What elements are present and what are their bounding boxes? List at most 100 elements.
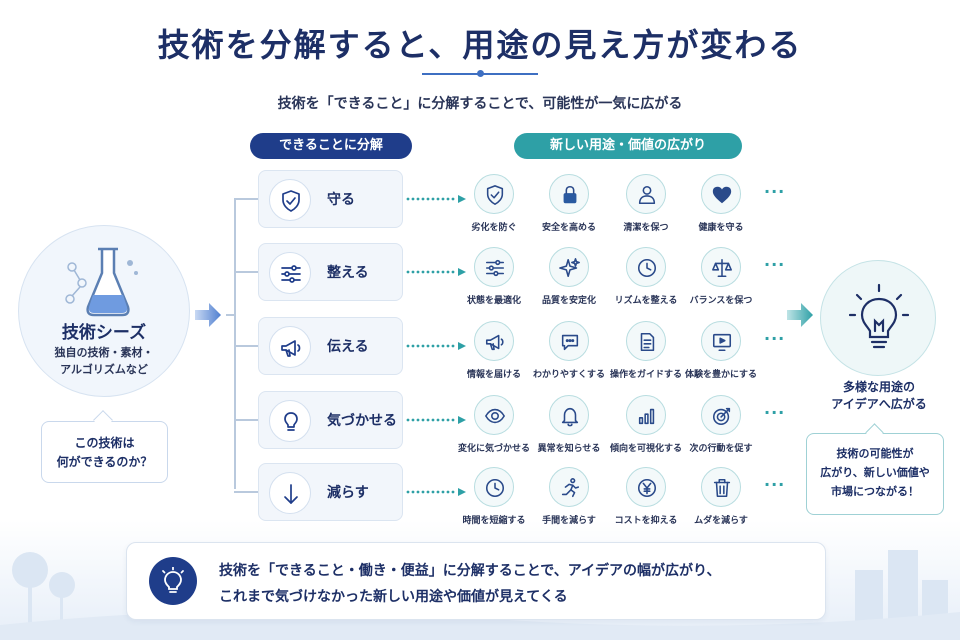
use-item: 劣化を防ぐ [457,174,531,233]
possibility-bubble: 技術の可能性が 広がり、新しい価値や 市場につながる！ [806,433,944,515]
bracket-branch [234,491,258,493]
use-item: 状態を最適化 [457,247,531,306]
use-item: 傾向を可視化する [609,395,683,454]
use-label: 情報を届ける [466,370,521,380]
document-icon [626,321,666,361]
more-ellipsis: ··· [764,329,786,348]
right-arrow-icon [195,303,221,327]
summary-line-2: これまで気づけなかった新しい用途や価値が見えてくる [219,589,568,605]
bracket-branch [234,419,258,421]
bracket-branch [234,345,258,347]
idea-caption: 多様な用途の アイデアへ広がる [800,379,958,413]
more-ellipsis: ··· [764,403,786,422]
decompose-header: できることに分解 [250,133,412,159]
dotted-arrow [406,488,466,496]
scale-icon [701,247,741,287]
verb-label: 守る [327,192,355,208]
question-line: この技術は [74,436,135,450]
idea-circle [820,260,936,376]
verb-card: 整える [258,243,403,301]
dotted-arrow [406,195,466,203]
lock-icon [549,174,589,214]
megaphone-icon [474,321,514,361]
use-label: 次の行動を促す [689,444,753,454]
use-item: 変化に気づかせる [457,395,531,454]
verb-card: 気づかせる [258,391,403,449]
use-item: 清潔を保つ [609,174,683,233]
sliders-icon [269,252,311,294]
page-title: 技術を分解すると、用途の見え方が変わる [157,26,803,64]
target-icon [701,395,741,435]
use-label: 体験を豊かにする [684,370,758,380]
use-label: 傾向を可視化する [609,444,682,454]
seeds-description-line: 独自の技術・素材・ [54,346,154,359]
use-item: 品質を安定化 [532,247,606,306]
lightbulb-icon [269,400,311,442]
verb-label: 気づかせる [327,413,397,429]
use-item: 体験を豊かにする [684,321,758,380]
flask-icon [65,247,138,317]
trash-icon [701,467,741,507]
possibility-line: 技術の可能性が [836,447,914,460]
use-item: バランスを保つ [684,247,758,306]
use-label: 変化に気づかせる [457,444,530,454]
right-arrow-teal-icon [787,303,813,327]
use-item: ムダを減らす [684,467,758,526]
shield-check-icon [269,179,311,221]
runner-icon [549,467,589,507]
chat-bubble-icon [549,321,589,361]
seeds-title: 技術シーズ [61,323,147,343]
question-bubble: この技術は 何ができるのか？ [41,421,168,483]
bar-chart-icon [626,395,666,435]
use-label: ムダを減らす [694,516,748,526]
use-item: 次の行動を促す [684,395,758,454]
person-icon [626,174,666,214]
use-item: 安全を高める [532,174,606,233]
heart-icon [701,174,741,214]
more-ellipsis: ··· [764,255,786,274]
bracket-connector [226,314,235,316]
use-label: わかりやすくする [532,370,605,380]
verb-label: 整える [327,265,369,281]
page-subtitle: 技術を「できること」に分解することで、可能性が一気に広がる [277,96,683,112]
dotted-arrow [406,416,466,424]
clock-icon [626,247,666,287]
verb-card: 減らす [258,463,403,521]
sparkle-icon [549,247,589,287]
seeds-description-line: アルゴリズムなど [60,363,148,376]
bracket-branch [234,198,258,200]
yen-coin-icon [626,467,666,507]
use-item: 手間を減らす [532,467,606,526]
seeds-description: 独自の技術・素材・ アルゴリズムなど [18,344,190,378]
verb-card: 伝える [258,317,403,375]
arrow-down-icon [269,472,311,514]
lightbulb-icon [849,283,909,349]
use-label: リズムを整える [614,296,678,306]
megaphone-icon [269,326,311,368]
use-item: 時間を短縮する [457,467,531,526]
title-divider-dot [477,70,484,77]
eye-icon [474,395,514,435]
use-label: 手間を減らす [542,516,596,526]
use-item: 操作をガイドする [609,321,683,380]
possibility-line: 市場につながる！ [831,485,919,498]
use-label: 品質を安定化 [541,296,596,306]
use-item: 健康を守る [684,174,758,233]
bell-icon [549,395,589,435]
use-label: 安全を高める [541,223,596,233]
dotted-arrow [406,268,466,276]
verb-card: 守る [258,170,403,228]
uses-header: 新しい用途・価値の広がり [514,133,742,159]
use-label: 劣化を防ぐ [471,223,517,233]
question-line: 何ができるのか？ [56,455,153,469]
bracket-line [234,199,236,489]
clock-icon [474,467,514,507]
more-ellipsis: ··· [764,182,786,201]
use-item: リズムを整える [609,247,683,306]
use-label: 健康を守る [698,223,744,233]
use-label: バランスを保つ [689,296,753,306]
idea-caption-line: 多様な用途の [842,380,915,394]
use-item: 異常を知らせる [532,395,606,454]
use-label: 異常を知らせる [537,444,601,454]
dotted-arrow [406,342,466,350]
